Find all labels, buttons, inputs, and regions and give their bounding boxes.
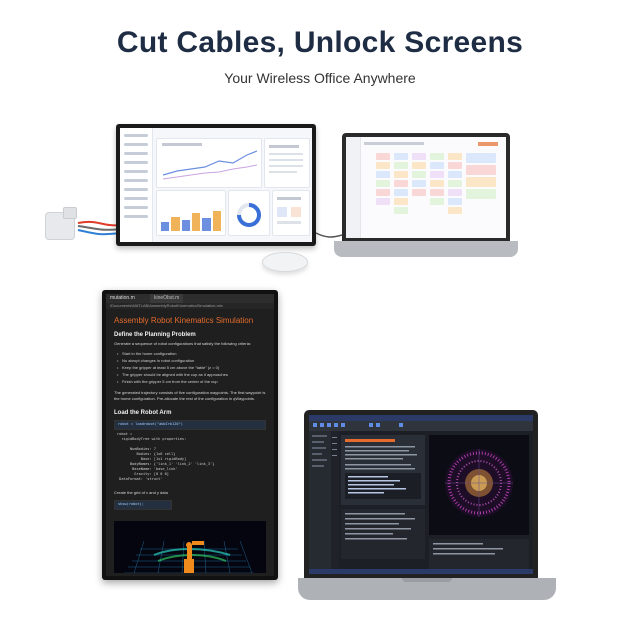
section-text: The generated trajectory consists of fiv… [114,390,266,401]
power-plug [63,207,77,219]
laptop-top-base [334,241,518,257]
headline: Cut Cables, Unlock Screens [116,26,524,59]
list-widget [269,145,303,173]
bullet-item: The gripper should be aligned with the c… [117,372,228,377]
usb-hub [45,212,75,240]
section-heading: Load the Robot Arm [114,410,172,416]
robot-arm-icon [184,541,204,573]
stats-widget [277,197,301,224]
donut-chart [237,203,261,227]
bullet-item: No abrupt changes in robot configuration [117,358,194,363]
bullet-item: Finish with the gripper 5 cm from the ce… [117,379,218,384]
portable-monitor-portrait: mutation.m kineObst.m \Documents\MATLAB\… [102,290,278,580]
wireless-mouse [262,252,308,272]
laptop-top [342,133,510,241]
code-output: robot = rigidBodyTree with properties: N… [117,432,215,480]
dashboard-stats-card [272,190,310,236]
kanban-column [412,153,426,198]
kanban-column [448,153,462,216]
code-cell[interactable]: show(robot); [114,500,172,510]
kanban-screen [346,137,506,238]
subheadline: Your Wireless Office Anywhere [224,70,416,86]
laptop-bottom-base [298,578,556,600]
file-path: \Documents\MATLAB\AssemblyRobotKinematic… [106,303,274,309]
portable-monitor-landscape [116,124,316,246]
live-script-screen: mutation.m kineObst.m \Documents\MATLAB\… [106,294,274,576]
dashboard-chart-card [156,138,262,188]
kanban-column [430,153,444,207]
section-heading: Define the Planning Problem [114,332,196,338]
dashboard-screen [120,128,312,242]
kanban-column [376,153,390,207]
dashboard-sidebar [120,128,153,242]
document-title: Assembly Robot Kinematics Simulation [114,316,254,325]
bullet-item: Start in the home configuration [117,351,177,356]
particle-sphere-visualization [445,449,513,517]
kanban-column [466,153,496,201]
code-cell[interactable]: robot = loadrobot("abbIrb120") [114,420,266,430]
robot-plot [114,521,266,573]
kanban-column [394,153,408,216]
ide-interface [309,415,533,574]
robot-arm-visualization [124,540,254,573]
bar-chart [161,209,221,231]
line-chart [162,143,258,180]
editor-tab-1[interactable]: mutation.m [106,294,274,303]
section-text: Generate a sequence of robot configurati… [114,341,251,346]
laptop-bottom [304,410,538,578]
bullet-item: Keep the gripper at least 5 cm above the… [117,365,219,370]
dashboard-side-card [264,138,310,188]
section-text: Create the grid of x and y data [114,490,168,495]
dashboard-bar-card [156,190,226,236]
editor-tab-2[interactable]: kineObst.m [150,294,184,303]
dashboard-gauge-card [228,190,270,236]
ide-screen [309,415,533,574]
